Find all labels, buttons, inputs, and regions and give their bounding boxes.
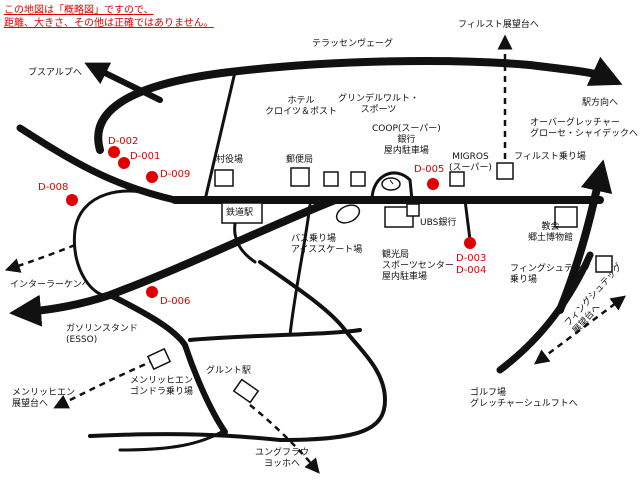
label-d004: D-004 bbox=[456, 265, 487, 276]
label-glacier-canyon: オーバーグレッチャー グローセ・シャイデックへ bbox=[530, 118, 639, 139]
label-village-hall: 村役場 bbox=[216, 155, 244, 165]
label-maennlichen-view: メンリッヒエン 展望台へ bbox=[12, 388, 76, 409]
maennlichen-gondola-building bbox=[146, 347, 172, 371]
label-d003: D-003 bbox=[456, 253, 487, 264]
label-railway-station: 鉄道駅 bbox=[226, 208, 254, 218]
label-grund-station: グルント駅 bbox=[206, 366, 251, 376]
label-coop: COOP(スーパー) 銀行 屋内駐車場 bbox=[372, 124, 441, 156]
first-lift-building bbox=[496, 162, 514, 180]
label-first-view: フィルスト展望台へ bbox=[458, 20, 539, 30]
disclaimer-note: この地図は「概略図」ですので、 距離、大きさ、その他は正確ではありません。 bbox=[4, 5, 214, 29]
point-d009 bbox=[146, 171, 158, 183]
road-interlaken bbox=[9, 196, 339, 327]
label-d002: D-002 bbox=[108, 136, 139, 147]
label-esso: ガソリンスタンド (ESSO) bbox=[66, 324, 138, 345]
point-d003 bbox=[464, 237, 476, 249]
terrassen-road bbox=[94, 56, 623, 154]
label-post-office: 郵便局 bbox=[286, 155, 314, 165]
migros-building bbox=[449, 171, 465, 187]
label-golf: ゴルフ場 グレッチャーシュルフトへ bbox=[470, 388, 578, 409]
sports-shop-building bbox=[350, 171, 366, 187]
point-d008 bbox=[66, 194, 78, 206]
road-grund bbox=[107, 292, 228, 435]
label-bus-stop: バス乗り場 アイススケート場 bbox=[291, 234, 363, 255]
label-terrassen: テラッセンヴェーグ bbox=[312, 39, 394, 49]
label-church: 教会 郷土博物館 bbox=[528, 222, 574, 243]
bus-stop-area bbox=[335, 204, 361, 224]
label-hotel-post: ホテル クロイツ＆ポスト bbox=[265, 96, 338, 117]
point-d006 bbox=[146, 286, 158, 298]
church-building bbox=[554, 206, 578, 228]
hotel-building bbox=[323, 171, 339, 187]
grund-station-building bbox=[232, 378, 260, 404]
point-d001 bbox=[118, 157, 130, 169]
point-d005 bbox=[427, 178, 439, 190]
label-d008: D-008 bbox=[38, 182, 69, 193]
label-d009: D-009 bbox=[160, 169, 191, 180]
label-migros: MIGROS (スーパー) bbox=[449, 152, 492, 173]
coop-parking bbox=[381, 177, 401, 191]
village-hall-building bbox=[214, 169, 234, 187]
pfingstegg-lift-building bbox=[595, 255, 613, 273]
label-bussalp: ブスアルプへ bbox=[28, 68, 82, 78]
label-d006: D-006 bbox=[160, 296, 191, 307]
label-station-direction: 駅方向へ bbox=[582, 98, 619, 108]
label-first-lift: フィルスト乗り場 bbox=[514, 152, 586, 162]
label-ubs: UBS銀行 bbox=[420, 218, 457, 228]
label-jungfraujoch: ユングフラウ ヨッホへ bbox=[255, 448, 310, 469]
label-maennlichen-gondola: メンリッヒエン ゴンドラ乗り場 bbox=[130, 376, 194, 397]
sports-center-building bbox=[384, 206, 414, 228]
road-to-bussalp bbox=[84, 62, 163, 103]
railway-station-building bbox=[221, 202, 263, 224]
label-pfingstegg-lift: フィングシュテッグ 乗り場 bbox=[510, 264, 591, 285]
post-office-building bbox=[290, 167, 310, 187]
label-sports-center: 観光局 スポーツセンター 屋内駐車場 bbox=[382, 250, 454, 282]
label-d005: D-005 bbox=[414, 164, 445, 175]
ubs-building bbox=[406, 203, 420, 217]
label-d001: D-001 bbox=[130, 151, 161, 162]
label-interlaken: インターラーケンへ bbox=[10, 280, 91, 290]
label-grindelwald-sports: グリンデルワルト・ スポーツ bbox=[338, 94, 420, 115]
point-d002 bbox=[108, 146, 120, 158]
